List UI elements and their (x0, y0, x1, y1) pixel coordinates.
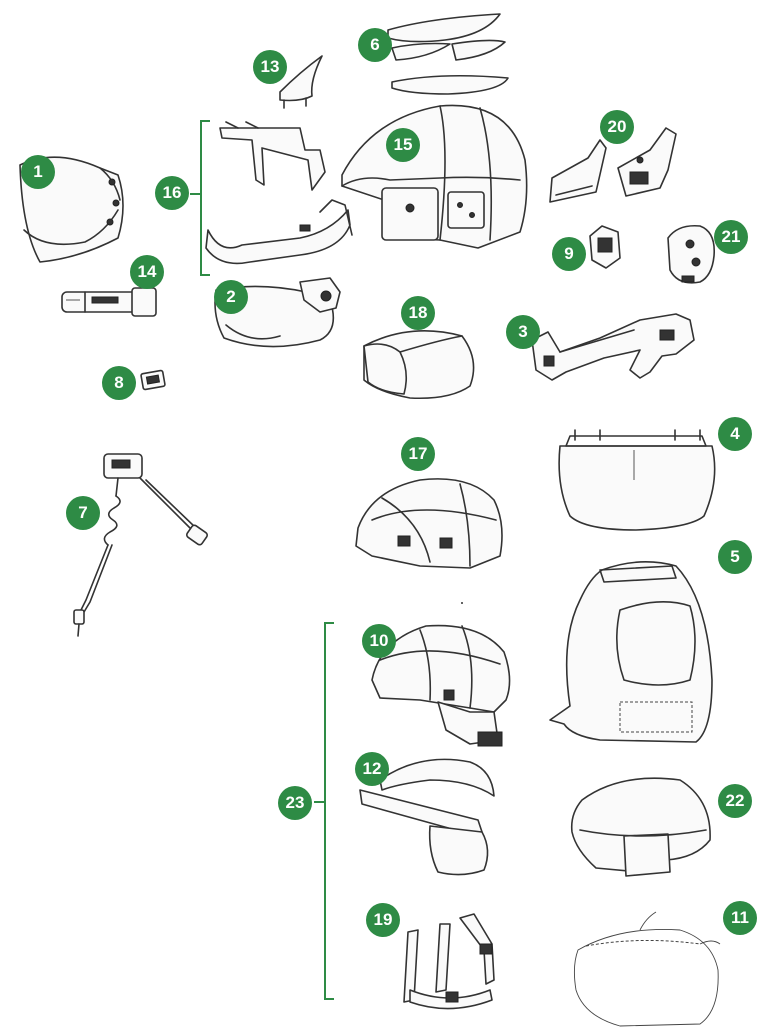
part-19-chin-strap (403, 913, 495, 1010)
bracket-23 (324, 622, 334, 1000)
part-5-hood (549, 561, 713, 743)
callout-8: 8 (102, 366, 136, 400)
bracket-23-tick (314, 801, 324, 803)
part-7-headset-cable (73, 453, 209, 637)
part-4-visor-shield (558, 429, 716, 531)
part-8-clip (140, 369, 166, 391)
part-18-cover-sleeve (363, 330, 475, 400)
callout-4: 4 (718, 417, 752, 451)
part-14-flashlight (61, 287, 157, 317)
part-11-mesh-bag (573, 911, 721, 1027)
callout-12: 12 (355, 752, 389, 786)
callout-10: 10 (362, 624, 396, 658)
callout-19: 19 (366, 903, 400, 937)
callout-1: 1 (21, 155, 55, 189)
part-15-helmet-shell (341, 104, 528, 249)
part-22-fabric-cover (570, 777, 711, 877)
callout-15: 15 (386, 128, 420, 162)
bracket-16-tick (190, 193, 200, 195)
part-12-visor-band (359, 758, 495, 876)
part-9-buckle (589, 225, 621, 269)
callout-20: 20 (600, 110, 634, 144)
part-13-fin (279, 55, 323, 109)
part-16-rail-brackets (205, 121, 353, 265)
callout-14: 14 (130, 255, 164, 289)
callout-11: 11 (723, 901, 757, 935)
part-3-harness-bar (531, 313, 695, 381)
part-6-pad-set (387, 13, 509, 95)
callout-3: 3 (506, 315, 540, 349)
callout-7: 7 (66, 496, 100, 530)
callout-2: 2 (214, 280, 248, 314)
part-20-side-plates (549, 127, 677, 203)
callout-17: 17 (401, 437, 435, 471)
callout-13: 13 (253, 50, 287, 84)
callout-22: 22 (718, 784, 752, 818)
part-2-half-visor (214, 277, 341, 348)
part-21-ear-cup (667, 224, 716, 284)
bracket-16 (200, 120, 210, 276)
callout-16: 16 (155, 176, 189, 210)
part-10-helmet-frame (371, 624, 511, 747)
callout-23: 23 (278, 786, 312, 820)
callout-6: 6 (358, 28, 392, 62)
part-17-helmet-liner (355, 478, 503, 569)
callout-9: 9 (552, 237, 586, 271)
callout-21: 21 (714, 220, 748, 254)
callout-5: 5 (718, 540, 752, 574)
callout-18: 18 (401, 296, 435, 330)
